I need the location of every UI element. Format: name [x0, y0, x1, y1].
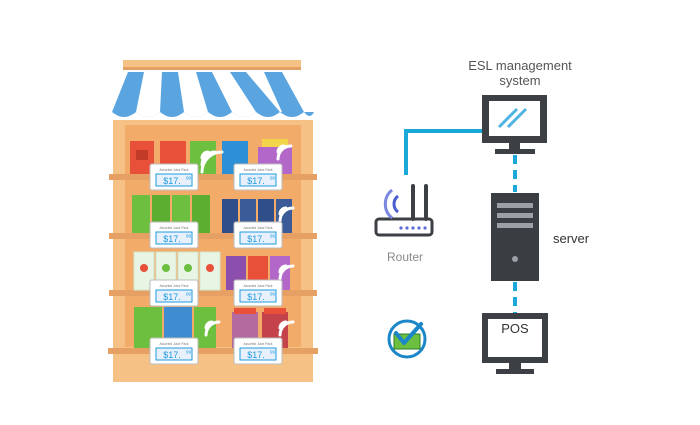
pos-terminal-icon — [482, 313, 548, 374]
router-label: Router — [386, 250, 424, 264]
price-tag-price: $17. — [247, 350, 265, 360]
price-tag: Assorted Juice Pack $17. 99 — [233, 337, 283, 365]
price-tag-price: $17. — [163, 234, 181, 244]
price-tag-caption: Assorted Juice Pack — [160, 168, 189, 172]
monitor-icon — [482, 95, 547, 154]
store-shelf — [108, 60, 318, 382]
router-to-esl-line — [404, 129, 482, 175]
price-tag-caption: Assorted Juice Pack — [244, 342, 273, 346]
price-tag-cents: 99 — [270, 234, 276, 239]
esl-management-label: ESL management system — [452, 58, 588, 88]
price-tag-caption: Assorted Juice Pack — [244, 168, 273, 172]
price-tag-price: $17. — [163, 292, 181, 302]
price-tag-cents: 99 — [186, 292, 192, 297]
router-icon — [374, 184, 434, 237]
pos-label: POS — [501, 321, 529, 336]
wifi-icon — [200, 144, 295, 337]
price-tags: Assorted Juice Pack $17. 99 Assorted Jui… — [149, 163, 283, 365]
checkmark-badge-icon — [387, 319, 427, 359]
esl-label-line-1: ESL management — [468, 58, 572, 73]
price-tag: Assorted Juice Pack $17. 99 — [149, 337, 199, 365]
price-tag-cents: 99 — [270, 350, 276, 355]
price-tag-caption: Assorted Juice Pack — [160, 342, 189, 346]
price-tag: Assorted Juice Pack $17. 99 — [149, 279, 199, 307]
price-tag: Assorted Juice Pack $17. 99 — [233, 279, 283, 307]
server-icon — [491, 193, 539, 281]
price-tag-cents: 99 — [186, 350, 192, 355]
price-tag: Assorted Juice Pack $17. 99 — [233, 221, 283, 249]
server-label: server — [553, 231, 590, 246]
price-tag-price: $17. — [247, 234, 265, 244]
price-tag: Assorted Juice Pack $17. 99 — [233, 163, 283, 191]
price-tag-cents: 99 — [186, 176, 192, 181]
awning — [112, 72, 314, 117]
price-tag-caption: Assorted Juice Pack — [160, 226, 189, 230]
esl-label-line-2: system — [499, 73, 541, 88]
price-tag: Assorted Juice Pack $17. 99 — [149, 221, 199, 249]
price-tag-cents: 99 — [186, 234, 192, 239]
connector-lines — [404, 129, 517, 314]
price-tag: Assorted Juice Pack $17. 99 — [149, 163, 199, 191]
price-tag-caption: Assorted Juice Pack — [244, 284, 273, 288]
price-tag-caption: Assorted Juice Pack — [160, 284, 189, 288]
price-tag-caption: Assorted Juice Pack — [244, 226, 273, 230]
price-tag-cents: 99 — [270, 176, 276, 181]
price-tag-price: $17. — [163, 350, 181, 360]
price-tag-cents: 99 — [270, 292, 276, 297]
price-tag-price: $17. — [247, 176, 265, 186]
price-tag-price: $17. — [163, 176, 181, 186]
price-tag-price: $17. — [247, 292, 265, 302]
